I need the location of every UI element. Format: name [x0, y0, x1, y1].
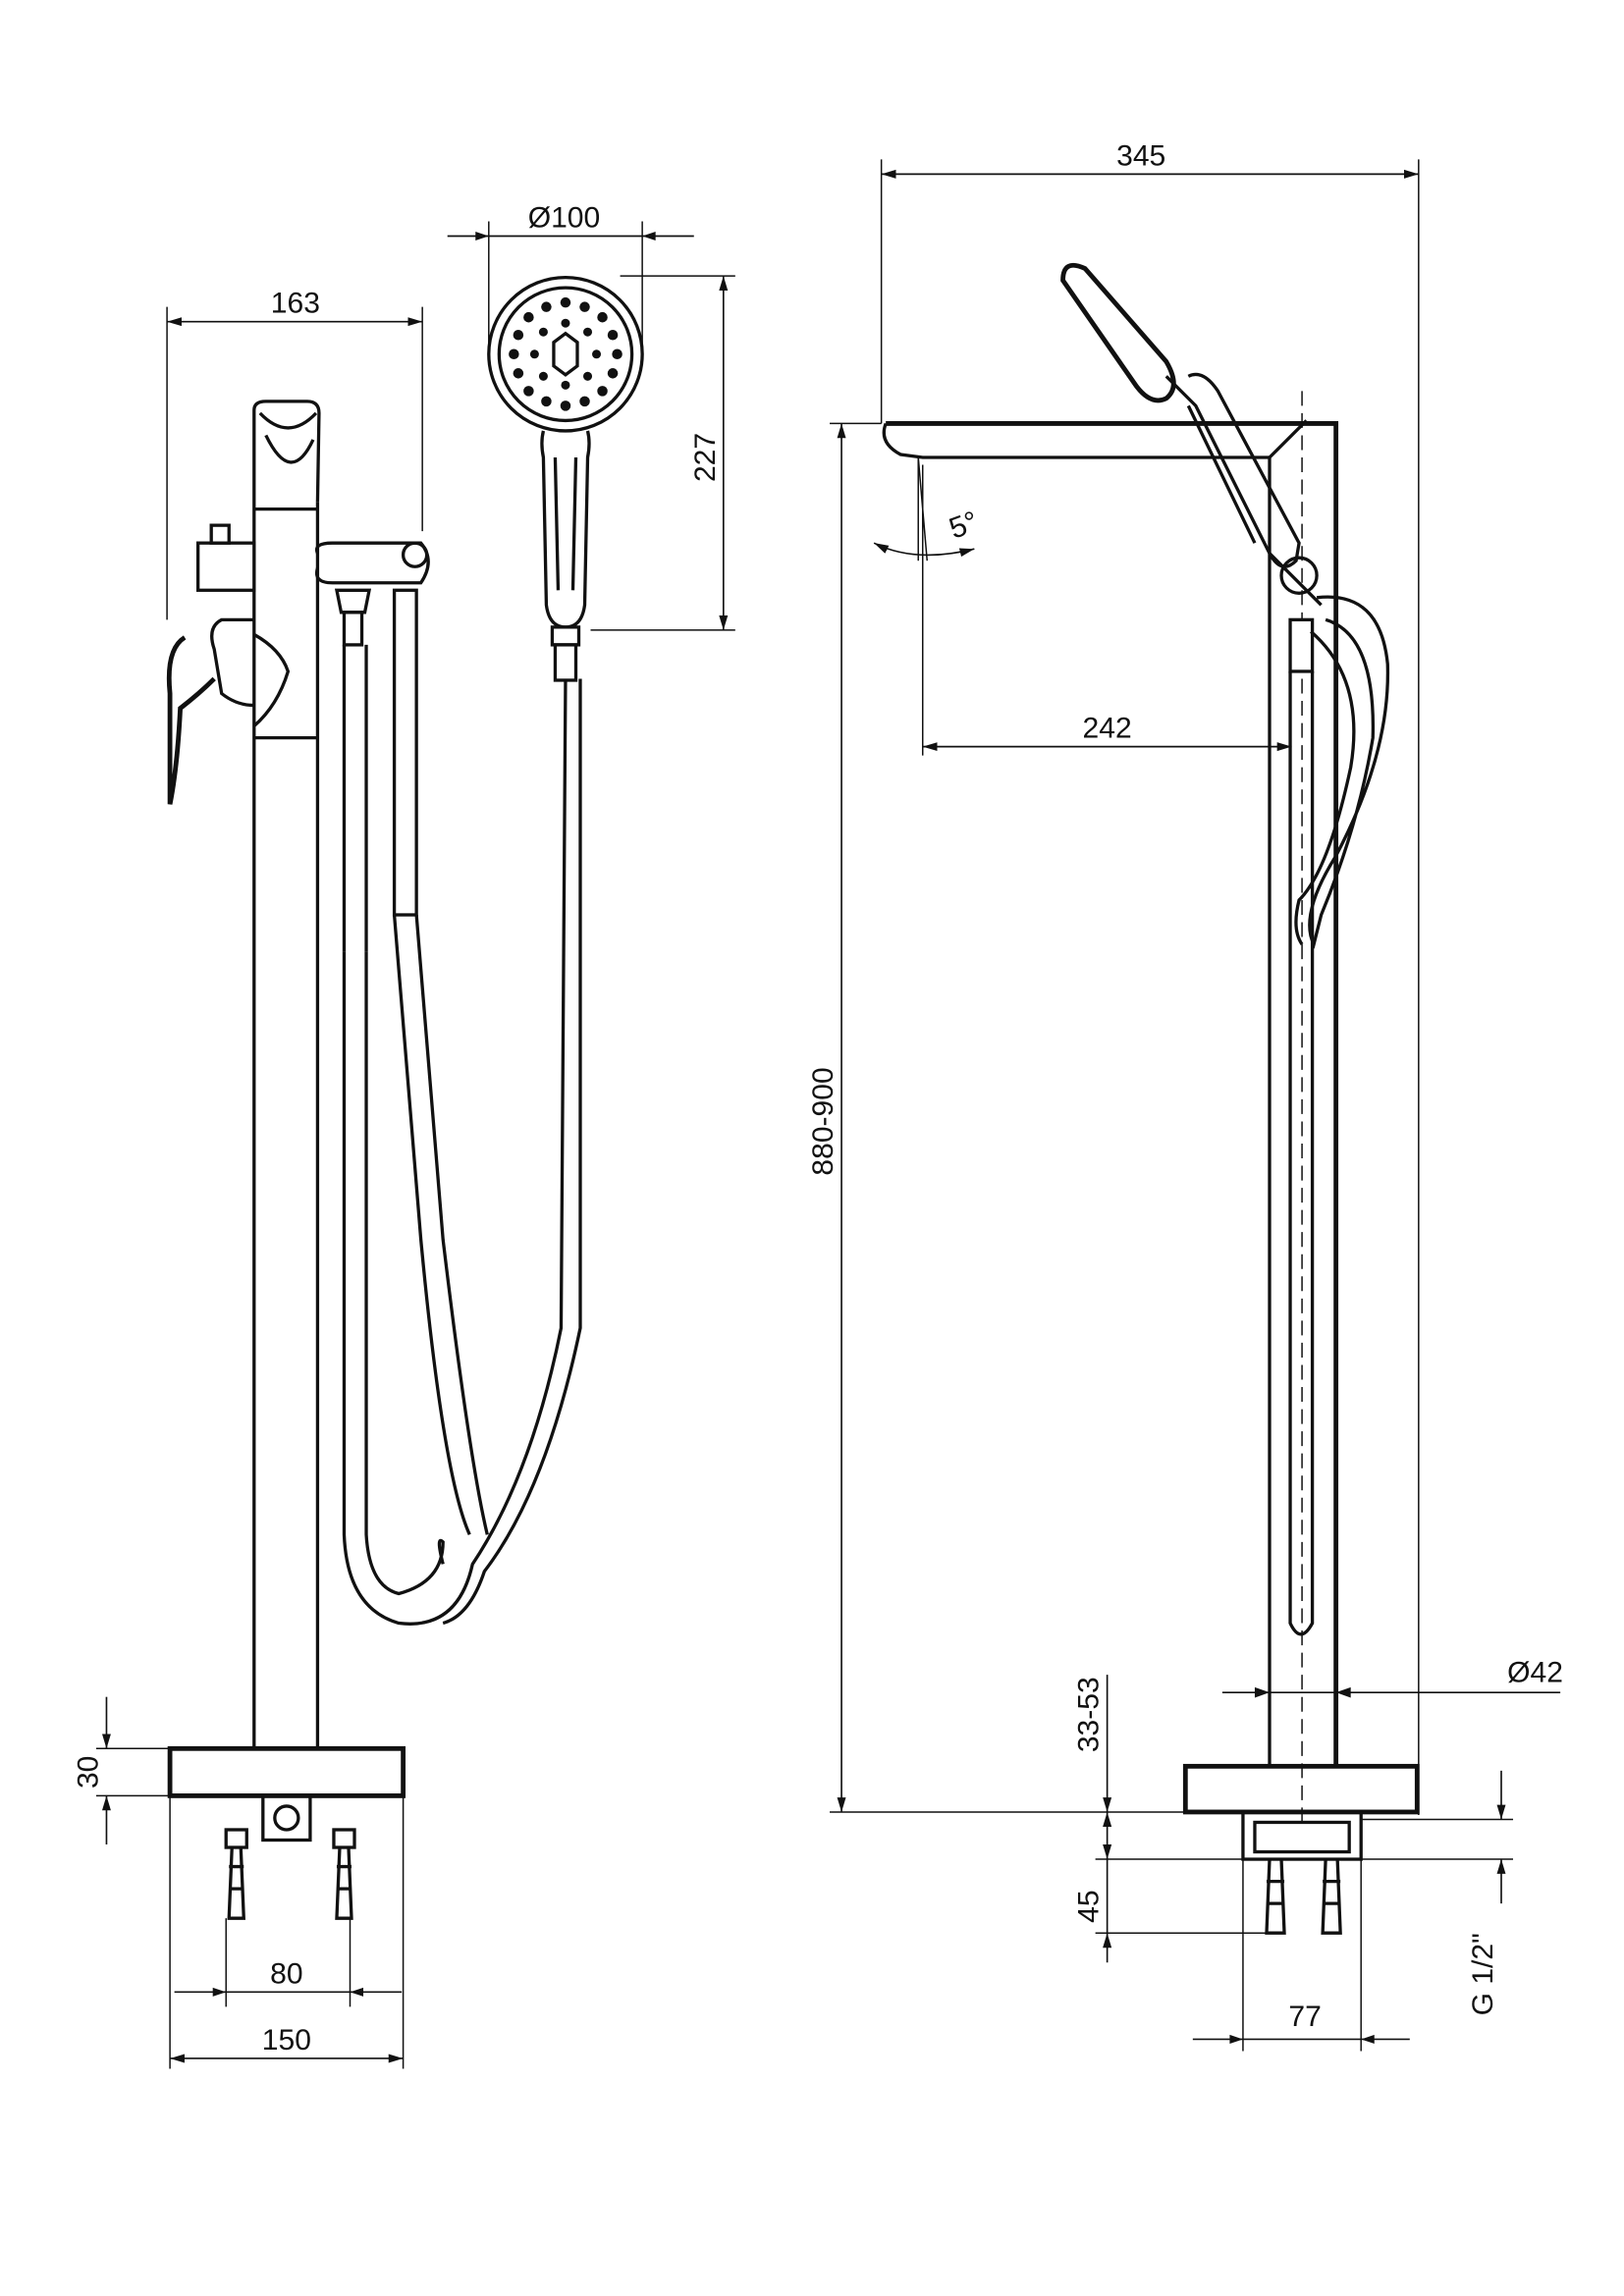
dimension-80: 80 [174, 1918, 403, 2007]
dimension-345: 345 [880, 139, 1420, 1815]
dim-label-163: 163 [271, 288, 320, 320]
dimension-77: 77 [1192, 1859, 1410, 2052]
spout-and-column [882, 391, 1339, 1830]
dim-label-345: 345 [1116, 139, 1165, 172]
dimension-30: 30 [72, 1696, 171, 1845]
front-view: 163 Ø100 227 30 80 [72, 201, 735, 2069]
base-plate [167, 1745, 406, 1920]
dimension-angle-5: 5° [873, 456, 983, 561]
hose [342, 678, 582, 1626]
dim-label-5-degrees: 5° [945, 506, 982, 546]
dimension-diameter-100: Ø100 [447, 201, 694, 347]
dim-label-242: 242 [1083, 713, 1132, 745]
side-hand-shower [1060, 262, 1323, 607]
dimension-45: 45 [1073, 1859, 1267, 1963]
dimension-880-900: 880-900 [807, 422, 1186, 1813]
dim-label-diameter-42: Ø42 [1507, 1657, 1563, 1689]
mixer-column [252, 400, 321, 1749]
dim-label-33-53: 33-53 [1073, 1677, 1106, 1752]
dimension-227: 227 [590, 275, 735, 631]
mixer-lever [166, 523, 318, 805]
hand-shower [487, 275, 644, 682]
fixing-bolts [224, 1828, 356, 1920]
dimension-g-half-inch: G 1/2" [1361, 1770, 1514, 2015]
dim-label-227: 227 [689, 433, 722, 482]
shower-holder [315, 541, 430, 952]
side-view: 345 5° 242 880-900 Ø42 [807, 139, 1563, 2052]
side-base [1182, 1763, 1420, 1935]
dim-label-80: 80 [270, 1957, 302, 1990]
dim-label-880-900: 880-900 [807, 1067, 839, 1175]
dimension-33-53: 33-53 [1073, 1675, 1243, 1860]
dim-label-g-half-inch: G 1/2" [1467, 1933, 1499, 2015]
dimension-163: 163 [166, 288, 423, 620]
dimension-150: 150 [169, 1795, 405, 2069]
dimension-242: 242 [921, 464, 1292, 756]
side-hose [1294, 595, 1390, 949]
dim-label-30: 30 [72, 1756, 104, 1789]
dim-label-diameter-100: Ø100 [528, 201, 601, 234]
dim-label-45: 45 [1073, 1890, 1106, 1922]
dimension-diameter-42: Ø42 [1221, 1657, 1563, 1698]
dim-label-150: 150 [262, 2024, 311, 2056]
dim-label-77: 77 [1288, 2001, 1321, 2033]
